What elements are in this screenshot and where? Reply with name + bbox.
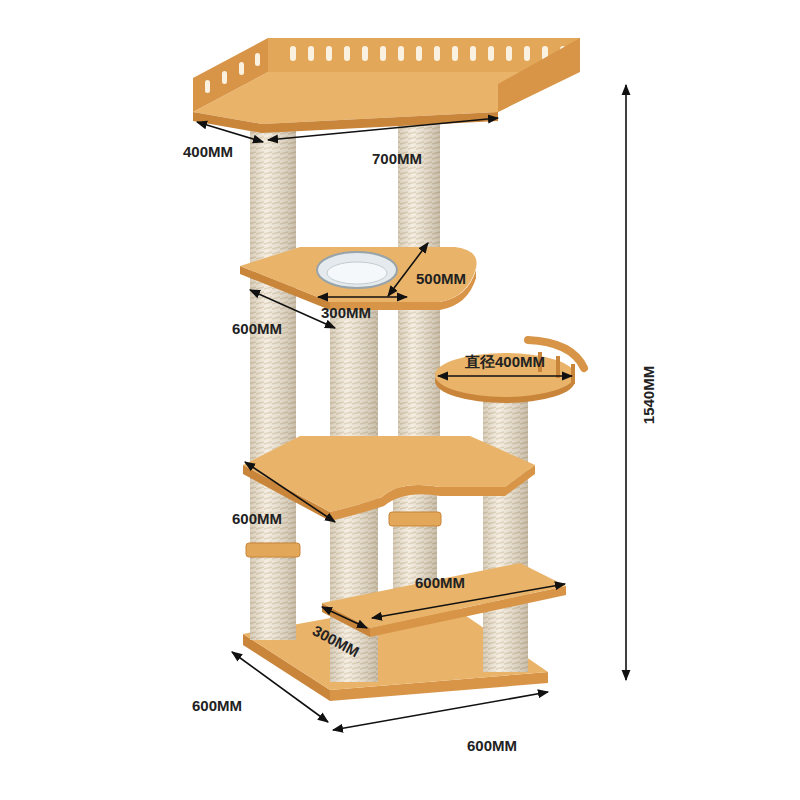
dimension-label: 1540MM	[641, 366, 656, 424]
dimension-label: 500MM	[416, 271, 466, 286]
top-bed	[193, 38, 580, 133]
dimension-label: 700MM	[372, 151, 422, 166]
dimension-arrows	[197, 85, 626, 730]
middle-platform	[243, 436, 535, 521]
dimension-label: 300MM	[321, 305, 371, 320]
round-platform	[435, 340, 584, 403]
dimension-label: 600MM	[192, 698, 242, 713]
step-platform	[322, 563, 566, 637]
dimension-label: 直径400MM	[465, 354, 545, 369]
dimension-label: 600MM	[467, 738, 517, 753]
dimension-label: 600MM	[415, 575, 465, 590]
dimension-label: 600MM	[232, 511, 282, 526]
dimension-label: 600MM	[232, 321, 282, 336]
dimension-label: 400MM	[183, 144, 233, 159]
